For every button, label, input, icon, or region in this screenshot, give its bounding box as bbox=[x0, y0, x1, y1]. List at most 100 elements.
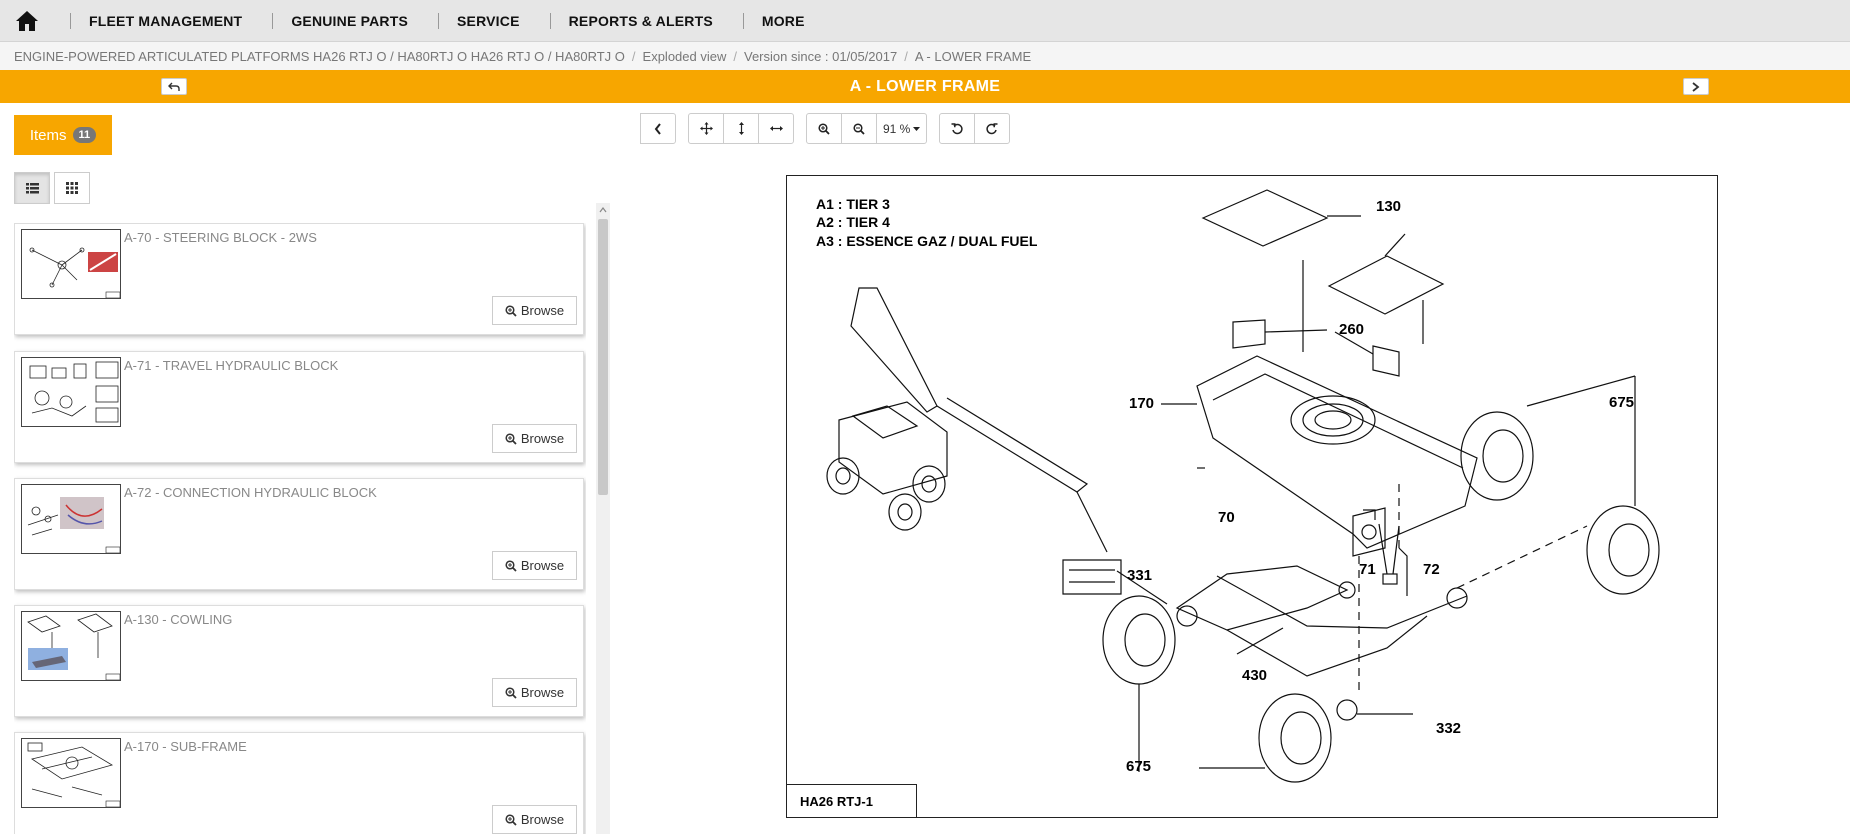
breadcrumb-version[interactable]: Version since : 01/05/2017 bbox=[743, 48, 898, 64]
part-title[interactable]: A-70 - STEERING BLOCK - 2WS bbox=[124, 230, 317, 245]
browse-label: Browse bbox=[520, 431, 565, 446]
zoom-level-value: 91 % bbox=[883, 121, 911, 136]
page-title: A - LOWER FRAME bbox=[849, 77, 1001, 95]
zoom-in-icon bbox=[818, 122, 830, 135]
scroll-thumb[interactable] bbox=[598, 219, 608, 495]
fit-height-icon bbox=[738, 122, 744, 135]
nav-genuine-parts[interactable]: GENUINE PARTS bbox=[242, 0, 408, 42]
rotate-left-button[interactable] bbox=[939, 113, 976, 144]
home-icon bbox=[16, 10, 38, 31]
zoom-out-button[interactable] bbox=[841, 113, 877, 144]
nav-label: MORE bbox=[761, 12, 805, 29]
list-item[interactable]: A-70 - STEERING BLOCK - 2WS Browse bbox=[14, 223, 584, 335]
rotate-right-icon bbox=[986, 122, 998, 134]
zoom-in-button[interactable] bbox=[806, 113, 842, 144]
nav-label: FLEET MANAGEMENT bbox=[89, 12, 243, 29]
list-view-button[interactable] bbox=[14, 172, 50, 204]
magnifier-icon bbox=[505, 304, 517, 317]
chevron-up-icon bbox=[599, 207, 607, 213]
exploded-view-drawing[interactable]: A1 : TIER 3 A2 : TIER 4 A3 : ESSENCE GAZ… bbox=[786, 175, 1718, 818]
nav-label: SERVICE bbox=[457, 12, 520, 29]
breadcrumb-exploded-view[interactable]: Exploded view bbox=[642, 48, 727, 64]
fit-height-button[interactable] bbox=[723, 113, 759, 144]
callout-130[interactable]: 130 bbox=[1376, 198, 1402, 215]
parts-list: A-70 - STEERING BLOCK - 2WS Browse A-71 … bbox=[14, 223, 586, 834]
callout-170[interactable]: 170 bbox=[1129, 395, 1155, 412]
browse-label: Browse bbox=[520, 558, 565, 573]
browse-button[interactable]: Browse bbox=[492, 805, 577, 834]
part-thumbnail bbox=[21, 357, 121, 427]
rotate-left-icon bbox=[951, 122, 963, 134]
top-navigation: FLEET MANAGEMENT GENUINE PARTS SERVICE R… bbox=[0, 0, 1850, 42]
move-icon bbox=[699, 122, 713, 135]
nav-service[interactable]: SERVICE bbox=[408, 0, 520, 42]
grid-view-icon bbox=[66, 182, 78, 194]
callout-260[interactable]: 260 bbox=[1339, 321, 1365, 338]
nav-reports-alerts[interactable]: REPORTS & ALERTS bbox=[520, 0, 713, 42]
callout-675-lower[interactable]: 675 bbox=[1126, 758, 1152, 775]
breadcrumb-product[interactable]: ENGINE-POWERED ARTICULATED PLATFORMS HA2… bbox=[14, 48, 625, 64]
grid-view-button[interactable] bbox=[54, 172, 90, 204]
undo-arrow-icon bbox=[168, 82, 180, 91]
callout-332[interactable]: 332 bbox=[1436, 720, 1462, 737]
drawing-legend-line: A3 : ESSENCE GAZ / DUAL FUEL bbox=[816, 233, 1038, 249]
items-panel: Items 11 A-70 - STEERING BLOCK - 2WS Bro… bbox=[0, 103, 612, 834]
items-count-badge: 11 bbox=[72, 127, 97, 143]
browse-button[interactable]: Browse bbox=[492, 424, 577, 453]
rotate-right-button[interactable] bbox=[974, 113, 1011, 144]
callout-430[interactable]: 430 bbox=[1242, 667, 1268, 684]
drawing-legend-line: A1 : TIER 3 bbox=[816, 196, 890, 212]
items-tab[interactable]: Items 11 bbox=[14, 115, 112, 155]
chevron-left-icon bbox=[654, 122, 661, 135]
part-title[interactable]: A-72 - CONNECTION HYDRAULIC BLOCK bbox=[124, 485, 377, 500]
chevron-right-icon bbox=[1692, 81, 1700, 92]
scroll-up-button[interactable] bbox=[596, 203, 610, 217]
drawing-legend-line: A2 : TIER 4 bbox=[816, 214, 890, 230]
zoom-level-dropdown[interactable]: 91 % bbox=[876, 113, 928, 144]
nav-label: REPORTS & ALERTS bbox=[568, 12, 713, 29]
list-item[interactable]: A-130 - COWLING Browse bbox=[14, 605, 584, 717]
callout-675[interactable]: 675 bbox=[1609, 394, 1635, 411]
title-bar: A - LOWER FRAME bbox=[0, 70, 1850, 103]
nav-more[interactable]: MORE bbox=[713, 0, 805, 42]
callout-70[interactable]: 70 bbox=[1218, 509, 1235, 526]
part-title[interactable]: A-170 - SUB-FRAME bbox=[124, 739, 247, 754]
collapse-panel-button[interactable] bbox=[640, 113, 676, 144]
list-item[interactable]: A-170 - SUB-FRAME Browse bbox=[14, 732, 584, 834]
list-item[interactable]: A-72 - CONNECTION HYDRAULIC BLOCK Browse bbox=[14, 478, 584, 590]
browse-button[interactable]: Browse bbox=[492, 551, 577, 580]
view-toggle bbox=[14, 172, 90, 204]
items-tab-label: Items bbox=[29, 126, 67, 144]
list-view-icon bbox=[25, 182, 39, 193]
browse-label: Browse bbox=[520, 303, 565, 318]
fit-width-button[interactable] bbox=[758, 113, 794, 144]
callout-72[interactable]: 72 bbox=[1423, 561, 1440, 578]
list-scrollbar[interactable] bbox=[596, 203, 610, 834]
breadcrumb: ENGINE-POWERED ARTICULATED PLATFORMS HA2… bbox=[0, 42, 1850, 70]
next-button[interactable] bbox=[1683, 78, 1709, 95]
magnifier-icon bbox=[505, 559, 517, 572]
callout-71[interactable]: 71 bbox=[1359, 561, 1376, 578]
breadcrumb-current: A - LOWER FRAME bbox=[914, 48, 1032, 64]
home-button[interactable] bbox=[0, 0, 54, 42]
magnifier-icon bbox=[505, 432, 517, 445]
callout-331[interactable]: 331 bbox=[1127, 567, 1153, 584]
viewer-toolbar: 91 % bbox=[640, 113, 1022, 144]
back-button[interactable] bbox=[161, 78, 187, 95]
nav-fleet-management[interactable]: FLEET MANAGEMENT bbox=[54, 0, 242, 42]
fit-page-button[interactable] bbox=[688, 113, 724, 144]
caret-down-icon bbox=[913, 126, 921, 131]
fit-width-icon bbox=[769, 126, 783, 131]
magnifier-icon bbox=[505, 686, 517, 699]
list-item[interactable]: A-71 - TRAVEL HYDRAULIC BLOCK Browse bbox=[14, 351, 584, 463]
browse-button[interactable]: Browse bbox=[492, 678, 577, 707]
part-title[interactable]: A-130 - COWLING bbox=[124, 612, 233, 627]
part-thumbnail bbox=[21, 484, 121, 554]
part-title[interactable]: A-71 - TRAVEL HYDRAULIC BLOCK bbox=[124, 358, 339, 373]
magnifier-icon bbox=[505, 813, 517, 826]
browse-label: Browse bbox=[520, 812, 565, 827]
part-thumbnail bbox=[21, 229, 121, 299]
part-thumbnail bbox=[21, 738, 121, 808]
browse-button[interactable]: Browse bbox=[492, 296, 577, 325]
nav-label: GENUINE PARTS bbox=[291, 12, 408, 29]
